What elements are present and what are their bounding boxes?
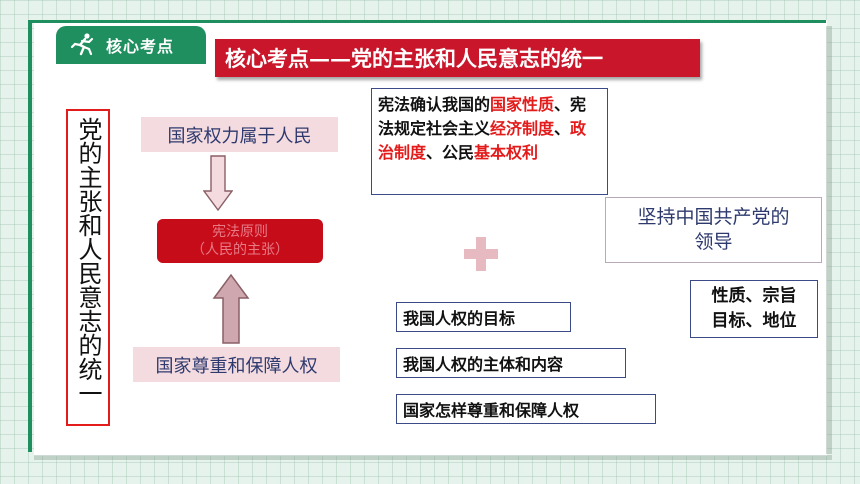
const-text-3: 、 xyxy=(554,119,571,138)
const-text-2: 、宪法规定社会主义 xyxy=(378,95,587,138)
page-title: 核心考点——党的主张和人民意志的统一 xyxy=(225,46,603,71)
const-highlight-nature: 国家性质 xyxy=(490,95,555,114)
left-accent-bar xyxy=(28,20,32,452)
arrow-up-icon xyxy=(212,274,250,344)
party-leadership-box: 坚持中国共产党的 领导 xyxy=(605,197,822,263)
principle-line2: （人民的主张） xyxy=(191,242,289,258)
runner-icon xyxy=(70,33,94,56)
const-text-1: 宪法确认我国的 xyxy=(378,95,491,114)
party-line2: 领导 xyxy=(694,231,733,253)
plus-icon xyxy=(464,237,498,271)
constitution-content-box: 宪法确认我国的国家性质、宪法规定社会主义经济制度、政治制度、公民基本权利 xyxy=(371,88,608,195)
human-rights-goal-box: 我国人权的目标 xyxy=(396,302,571,332)
top-accent-bar xyxy=(28,20,826,23)
section-tab: 核心考点 xyxy=(56,26,206,64)
vertical-theme-box: 党的主张和人民意志的统一 xyxy=(66,109,110,426)
const-highlight-economic: 经济制度 xyxy=(490,119,555,138)
party-line1: 坚持中国共产党的 xyxy=(637,206,790,228)
arrow-down-icon xyxy=(203,155,233,211)
constitution-principle-box: 宪法原则 （人民的主张） xyxy=(157,219,323,263)
nature-line2: 目标、地位 xyxy=(711,311,797,331)
title-banner: 核心考点——党的主张和人民意志的统一 xyxy=(215,39,700,77)
const-highlight-political: 政治制度 xyxy=(378,119,587,162)
human-rights-pill: 国家尊重和保障人权 xyxy=(133,347,340,382)
const-text-4: 、公民 xyxy=(426,143,475,162)
vertical-theme-text: 党的主张和人民意志的统一 xyxy=(74,117,102,405)
principle-line1: 宪法原则 xyxy=(212,224,268,240)
people-power-pill: 国家权力属于人民 xyxy=(141,117,338,152)
slide-shadow-right xyxy=(826,26,832,454)
nature-purpose-box: 性质、宗旨 目标、地位 xyxy=(690,280,818,338)
slide-shadow-bottom xyxy=(34,455,832,460)
nature-line1: 性质、宗旨 xyxy=(711,286,797,306)
const-highlight-rights: 基本权利 xyxy=(474,143,539,162)
tab-label: 核心考点 xyxy=(106,37,175,56)
human-rights-subject-box: 我国人权的主体和内容 xyxy=(396,348,626,378)
human-rights-protection-box: 国家怎样尊重和保障人权 xyxy=(396,394,656,424)
